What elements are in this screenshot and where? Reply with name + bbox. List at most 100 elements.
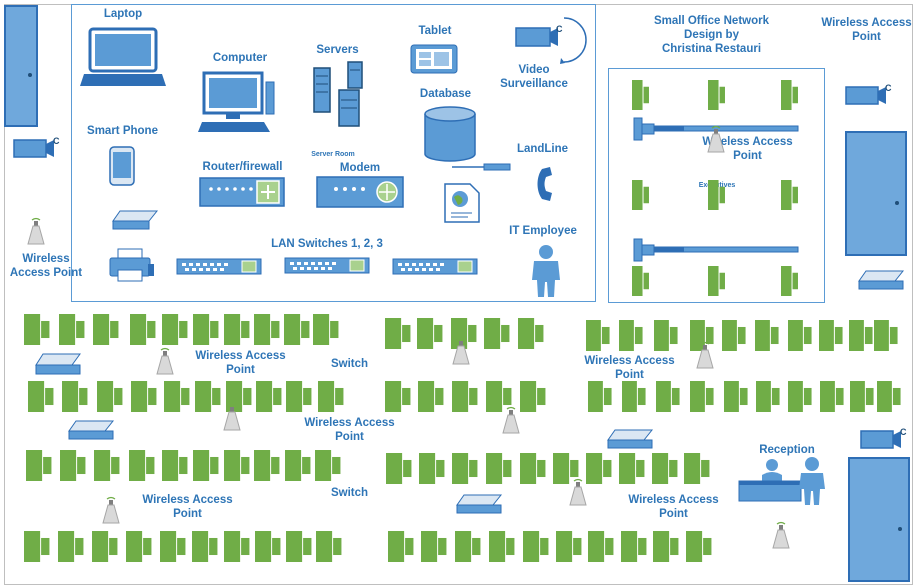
- wap-label-line-2: Point: [226, 364, 255, 376]
- desk-chair-icon: [632, 180, 649, 210]
- desk-chair-icon: [877, 381, 901, 412]
- desk-chair-icon: [224, 531, 250, 562]
- database-label: Database: [419, 88, 472, 100]
- wap-label-line-2: Point: [852, 31, 881, 43]
- wap-label: Wireless Access Point: [626, 493, 721, 521]
- desk-chair-icon: [523, 531, 549, 562]
- wap-label: Wireless Access Point: [140, 493, 235, 521]
- server-rack-icon: [313, 61, 363, 127]
- desk-chair-icon: [520, 453, 546, 484]
- router-icon: [199, 177, 285, 207]
- desk-chair-icon: [26, 450, 52, 481]
- desk-chair-icon: [588, 531, 614, 562]
- servers-label: Servers: [316, 44, 359, 56]
- wap-label-line-2: Point: [173, 508, 202, 520]
- desk-chair-icon: [632, 80, 649, 110]
- desk-chair-icon: [622, 381, 646, 412]
- desk-chair-icon: [686, 531, 712, 562]
- wireless-access-point-icon: [452, 337, 470, 365]
- wap-label-line-1: Wireless Access: [142, 494, 233, 506]
- modem-label: Modem: [339, 162, 381, 174]
- desk-chair-icon: [254, 450, 280, 481]
- desk-chair-icon: [192, 531, 218, 562]
- desk-chair-icon: [451, 318, 477, 349]
- desk-chair-icon: [421, 531, 447, 562]
- security-camera-icon: C: [845, 83, 892, 105]
- wap-label: Wireless Access Point: [700, 135, 795, 163]
- network-switch-icon: [176, 258, 262, 275]
- wireless-access-point-icon: [156, 347, 174, 375]
- desk-chair-icon: [724, 381, 748, 412]
- wap-label-line-1: Wireless Access: [584, 355, 675, 367]
- desk-chair-icon: [452, 453, 478, 484]
- wap-label: Wireless Access Point: [302, 416, 397, 444]
- wireless-access-point-icon: [102, 496, 120, 524]
- desk-chair-icon: [193, 450, 219, 481]
- scanner-icon: [35, 353, 81, 375]
- desk-chair-icon: [486, 381, 512, 412]
- desk-chair-icon: [708, 180, 725, 210]
- desk-chair-icon: [286, 381, 312, 412]
- desk-chair-icon: [126, 531, 152, 562]
- security-camera-icon: C: [13, 136, 60, 158]
- title-line-2: Design by: [684, 29, 739, 41]
- desk-chair-icon: [162, 314, 188, 345]
- network-switch-icon: [392, 258, 478, 275]
- switch-label: Switch: [330, 358, 369, 370]
- diagram-title: Small Office Network Design by Christina…: [629, 14, 794, 56]
- wireless-access-point-icon: [707, 125, 725, 153]
- wireless-access-point-icon: [772, 521, 790, 549]
- wap-label-line-1: Wireless Access: [821, 17, 912, 29]
- desk-chair-icon: [418, 381, 444, 412]
- reception-desk-icon: [738, 457, 825, 505]
- desk-chair-icon: [820, 381, 844, 412]
- desk-chair-icon: [874, 320, 898, 351]
- desk-chair-icon: [489, 531, 515, 562]
- desk-chair-icon: [255, 531, 281, 562]
- desk-chair-icon: [419, 453, 445, 484]
- desk-chair-icon: [224, 314, 250, 345]
- svg-text:C: C: [900, 427, 907, 437]
- wap-label-line-1: Wireless Access: [195, 350, 286, 362]
- desk-chair-icon: [318, 381, 344, 412]
- desk-chair-icon: [315, 450, 341, 481]
- desk-chair-icon: [486, 453, 512, 484]
- desk-chair-icon: [850, 381, 874, 412]
- tablet-icon: [410, 44, 458, 74]
- conference-table-icon: [633, 117, 799, 141]
- desk-chair-icon: [195, 381, 221, 412]
- desk-chair-icon: [129, 450, 155, 481]
- desk-chair-icon: [755, 320, 779, 351]
- printer-icon: [109, 248, 154, 282]
- desk-chair-icon: [58, 531, 84, 562]
- desk-chair-icon: [756, 381, 780, 412]
- desk-chair-icon: [385, 381, 411, 412]
- wireless-access-point-icon: [27, 217, 45, 245]
- desk-chair-icon: [656, 381, 680, 412]
- desk-chair-icon: [59, 314, 85, 345]
- desk-chair-icon: [452, 381, 478, 412]
- conference-table-icon: [633, 238, 799, 262]
- desk-chair-icon: [385, 318, 411, 349]
- desk-chair-icon: [97, 381, 123, 412]
- smartphone-icon: [109, 146, 135, 186]
- desk-chair-icon: [653, 531, 679, 562]
- desk-chair-icon: [788, 381, 812, 412]
- scanner-icon: [68, 420, 115, 440]
- desk-chair-icon: [131, 381, 157, 412]
- desk-chair-icon: [849, 320, 873, 351]
- wap-label: Wireless Access Point: [193, 349, 288, 377]
- desk-chair-icon: [781, 180, 798, 210]
- tablet-label: Tablet: [418, 25, 452, 37]
- desk-chair-icon: [254, 314, 280, 345]
- wap-label-line-2: Point: [659, 508, 688, 520]
- wireless-access-point-icon: [696, 341, 714, 369]
- wap-label-line-2: Point: [335, 431, 364, 443]
- desktop-computer-icon: [198, 71, 275, 132]
- wap-label: Wireless Access Point: [819, 16, 914, 44]
- desk-chair-icon: [788, 320, 812, 351]
- security-camera-icon: C: [515, 17, 587, 64]
- desk-chair-icon: [24, 314, 50, 345]
- wap-label-line-1: Wireless: [22, 253, 70, 265]
- desk-chair-icon: [284, 314, 310, 345]
